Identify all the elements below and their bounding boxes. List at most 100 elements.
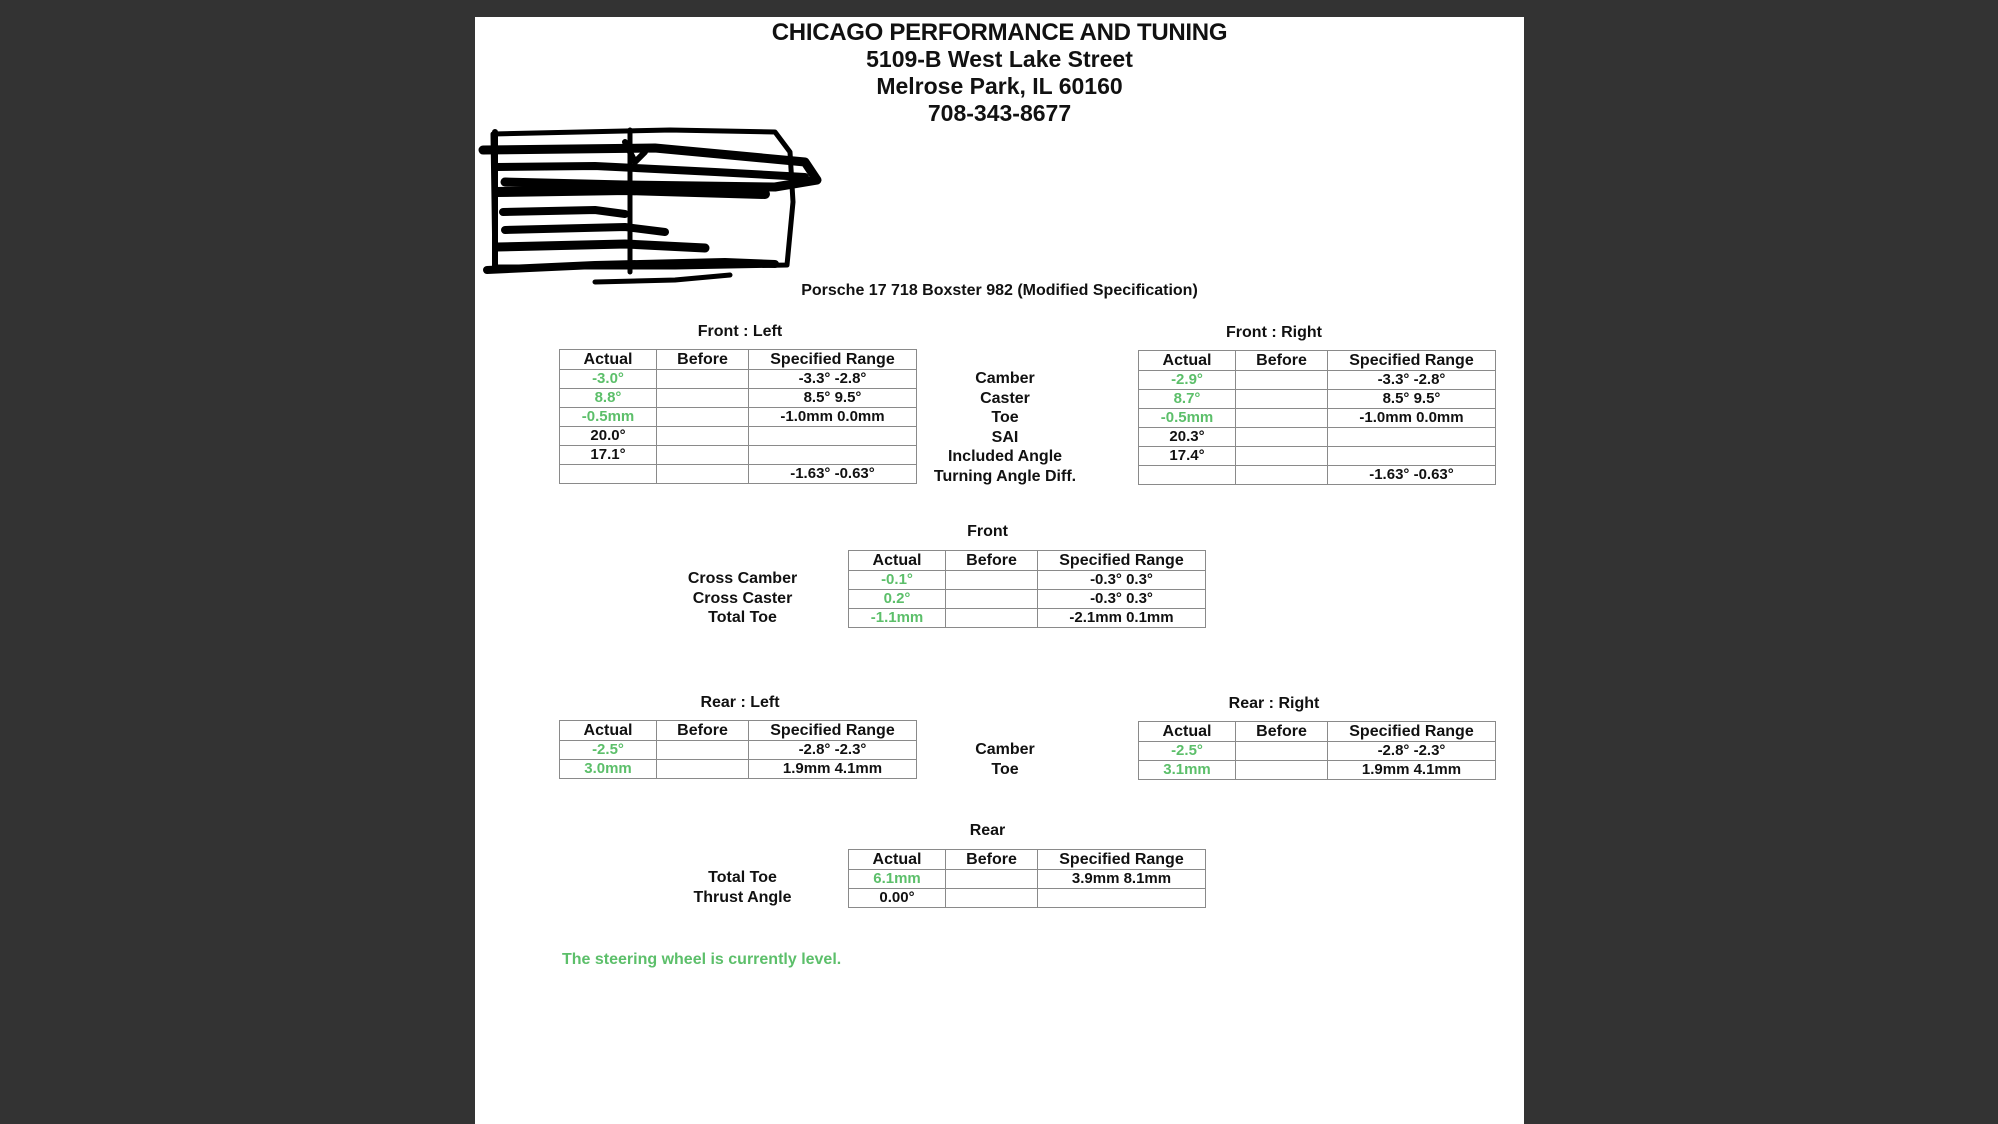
row-label: Toe <box>991 760 1019 778</box>
row-label: Caster <box>980 389 1030 407</box>
actual-cell: -0.5mm <box>1138 408 1236 428</box>
company-name: CHICAGO PERFORMANCE AND TUNING <box>771 19 1228 46</box>
actual-cell: -2.5° <box>559 740 657 760</box>
actual-cell: 20.3° <box>1138 427 1236 447</box>
spec-cell <box>1327 427 1496 447</box>
actual-cell: 17.1° <box>559 445 657 465</box>
col-spec: Specified Range <box>748 349 917 370</box>
spec-cell <box>748 445 917 465</box>
spec-cell: 8.5° 9.5° <box>1327 389 1496 409</box>
table-row: -1.63° -0.63° <box>559 464 917 484</box>
front-total-table: Actual Before Specified Range -0.1°-0.3°… <box>848 550 1206 628</box>
before-cell <box>1235 741 1328 761</box>
before-cell <box>945 869 1038 889</box>
before-cell <box>656 464 749 484</box>
row-label: Cross Camber <box>687 570 798 587</box>
col-actual: Actual <box>1138 350 1236 371</box>
actual-cell: 8.7° <box>1138 389 1236 409</box>
table-row: -1.1mm -2.1mm 0.1mm <box>848 608 1206 628</box>
steering-wheel-note: The steering wheel is currently level. <box>562 951 842 968</box>
col-actual: Actual <box>848 550 946 571</box>
table-row: 17.4° <box>1138 446 1496 466</box>
front-right-table: Actual Before Specified Range -2.9°-3.3°… <box>1138 350 1496 485</box>
col-actual: Actual <box>559 720 657 741</box>
alignment-report-page: CHICAGO PERFORMANCE AND TUNING 5109-B We… <box>475 17 1524 1124</box>
col-before: Before <box>1235 350 1328 371</box>
spec-cell: -1.0mm 0.0mm <box>1327 408 1496 428</box>
row-label: Cross Caster <box>692 589 793 607</box>
table-row: 8.7° 8.5° 9.5° <box>1138 389 1496 409</box>
table-row: 17.1° <box>559 445 917 465</box>
before-cell <box>656 740 749 760</box>
table-row: 6.1mm 3.9mm 8.1mm <box>848 869 1206 889</box>
row-label: Total Toe <box>708 869 777 886</box>
spec-cell: -1.63° -0.63° <box>1327 465 1496 485</box>
actual-cell: 6.1mm <box>848 869 946 889</box>
row-label: Thrust Angle <box>693 888 792 906</box>
row-label: Camber <box>975 370 1035 387</box>
actual-cell: 0.00° <box>848 888 946 908</box>
front-left-table: Actual Before Specified Range -3.0°-3.3°… <box>559 349 917 484</box>
actual-cell: -2.9° <box>1138 370 1236 390</box>
before-cell <box>945 888 1038 908</box>
col-actual: Actual <box>848 849 946 870</box>
table-row: 8.8°8.5° 9.5° <box>559 388 917 408</box>
actual-cell <box>1138 465 1236 485</box>
spec-cell: -2.8° -2.3° <box>1327 741 1496 761</box>
spec-cell: -3.3° -2.8° <box>748 369 917 389</box>
rear-total-table: Actual Before Specified Range 6.1mm 3.9mm… <box>848 849 1206 908</box>
rear-left-title: Rear : Left <box>700 694 780 711</box>
spec-cell: -2.8° -2.3° <box>748 740 917 760</box>
col-spec: Specified Range <box>1327 721 1496 742</box>
table-row: -0.5mm-1.0mm 0.0mm <box>559 407 917 427</box>
redaction-scribble <box>478 127 822 285</box>
col-before: Before <box>1235 721 1328 742</box>
rear-right-table: Actual Before Specified Range -2.5°-2.8°… <box>1138 721 1496 780</box>
before-cell <box>1235 389 1328 409</box>
table-row: 20.3° <box>1138 427 1496 447</box>
table-row: -1.63° -0.63° <box>1138 465 1496 485</box>
before-cell <box>1235 760 1328 780</box>
col-actual: Actual <box>559 349 657 370</box>
row-label: Total Toe <box>708 609 777 627</box>
row-label: Turning Angle Diff. <box>933 467 1077 485</box>
table-row: -3.0°-3.3° -2.8° <box>559 369 917 389</box>
before-cell <box>1235 370 1328 390</box>
actual-cell: -0.5mm <box>559 407 657 427</box>
col-spec: Specified Range <box>1037 849 1206 870</box>
col-before: Before <box>656 349 749 370</box>
spec-cell: -2.1mm 0.1mm <box>1037 608 1206 628</box>
company-phone: 708-343-8677 <box>927 100 1072 126</box>
rear-left-table: Actual Before Specified Range -2.5°-2.8°… <box>559 720 917 779</box>
actual-cell: 3.1mm <box>1138 760 1236 780</box>
col-spec: Specified Range <box>1327 350 1496 371</box>
rear-right-title: Rear : Right <box>1228 695 1320 712</box>
before-cell <box>945 608 1038 628</box>
actual-cell: 3.0mm <box>559 759 657 779</box>
actual-cell: -1.1mm <box>848 608 946 628</box>
row-label: Camber <box>975 741 1035 758</box>
actual-cell: -0.1° <box>848 570 946 590</box>
row-label: Toe <box>991 409 1019 427</box>
before-cell <box>656 445 749 465</box>
table-row: -0.1°-0.3° 0.3° <box>848 570 1206 590</box>
actual-cell <box>559 464 657 484</box>
table-row: -2.5°-2.8° -2.3° <box>1138 741 1496 761</box>
before-cell <box>656 369 749 389</box>
front-right-title: Front : Right <box>1226 324 1322 341</box>
spec-cell: -0.3° 0.3° <box>1037 589 1206 609</box>
col-spec: Specified Range <box>1037 550 1206 571</box>
table-row: -2.5° -2.8° -2.3° <box>559 740 917 760</box>
spec-cell: 3.9mm 8.1mm <box>1037 869 1206 889</box>
col-before: Before <box>945 849 1038 870</box>
table-row: 20.0° <box>559 426 917 446</box>
col-before: Before <box>656 720 749 741</box>
before-cell <box>1235 465 1328 485</box>
company-street: 5109-B West Lake Street <box>866 46 1133 72</box>
front-left-title: Front : Left <box>697 323 783 340</box>
row-label: SAI <box>991 428 1019 446</box>
